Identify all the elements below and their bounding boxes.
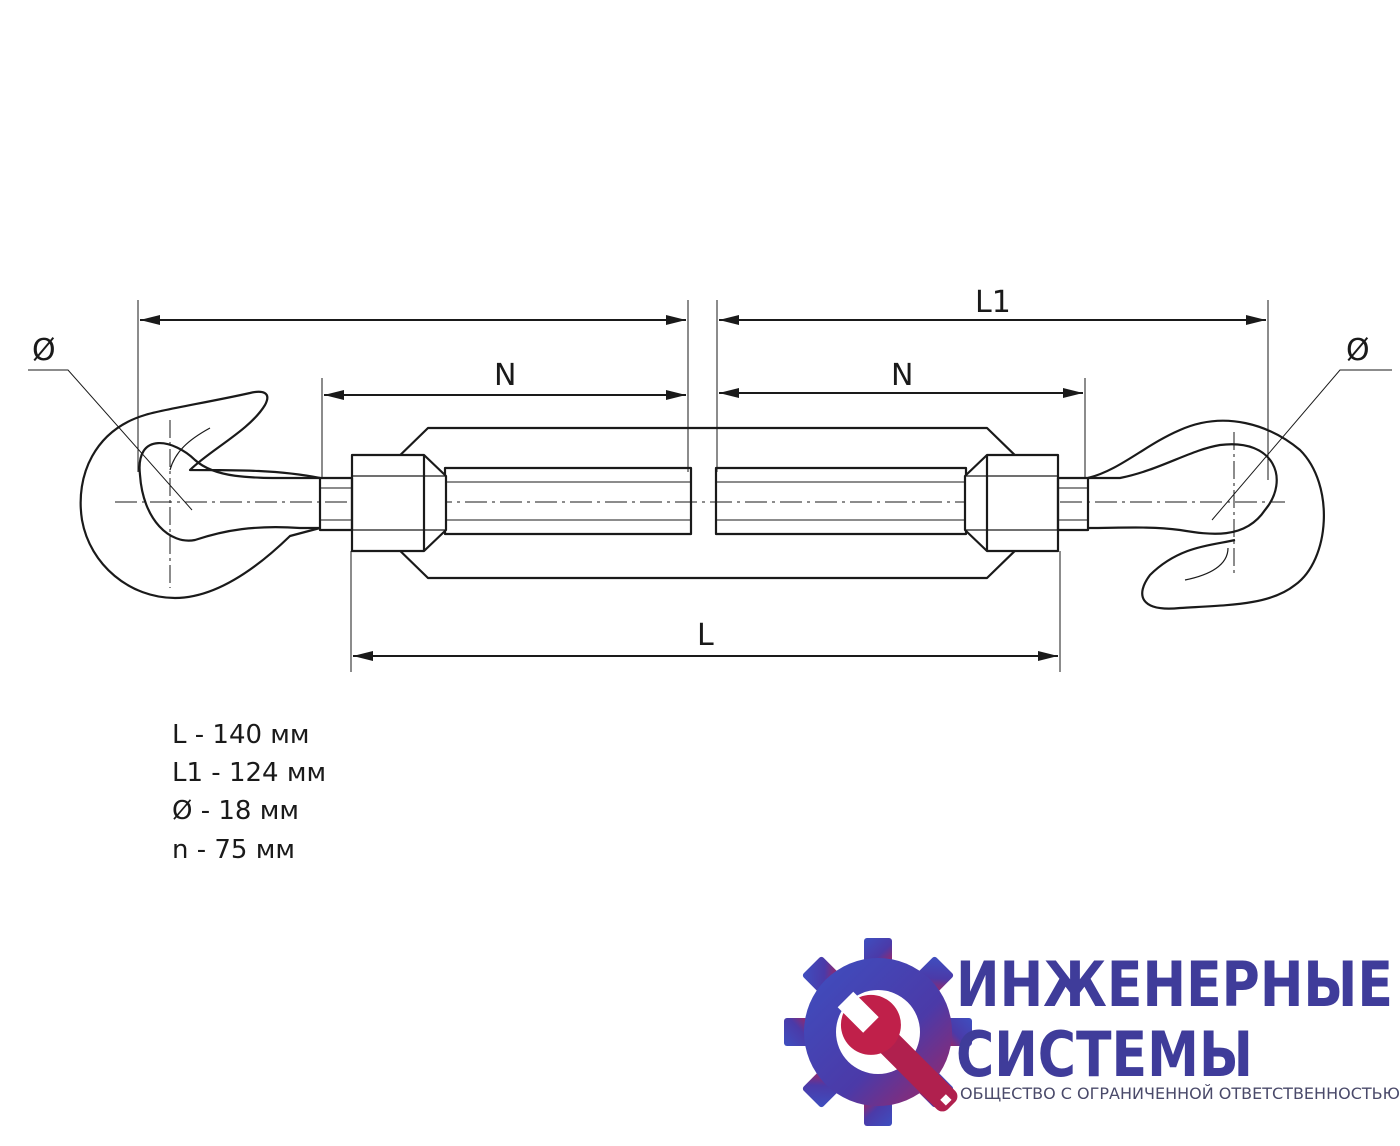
nut-right	[963, 453, 1060, 553]
dim-label-n-left: N	[494, 358, 516, 393]
dim-label-dia-right: Ø	[1346, 333, 1370, 368]
spec-diameter: Ø - 18 мм	[172, 796, 299, 826]
turnbuckle-body	[388, 426, 1027, 580]
hook-left-outer	[79, 390, 321, 600]
logo-title-line1: ИНЖЕНЕРНЫЕ	[956, 948, 1393, 1021]
spec-l: L - 140 мм	[172, 720, 310, 750]
logo-title-line2: СИСТЕМЫ	[956, 1018, 1253, 1091]
hook-right	[1087, 443, 1278, 535]
dim-label-dia-left: Ø	[32, 333, 56, 368]
body-slot-right	[714, 466, 968, 536]
spec-l1: L1 - 124 мм	[172, 758, 327, 788]
spec-n: n - 75 мм	[172, 835, 295, 865]
dim-label-l: L	[697, 618, 714, 653]
dim-label-l1: L1	[975, 285, 1011, 320]
dia-left-leader	[28, 369, 193, 511]
rod-right	[1056, 476, 1090, 532]
dim-label-n-right: N	[891, 358, 913, 393]
dia-right-leader	[1211, 369, 1392, 521]
nut-left	[350, 453, 448, 553]
logo-subtitle: ОБЩЕСТВО С ОГРАНИЧЕННОЙ ОТВЕТСТВЕННОСТЬЮ	[960, 1084, 1400, 1103]
gear-wrench-icon	[784, 938, 972, 1126]
company-logo: ИНЖЕНЕРНЫЕ СИСТЕМЫ ОБЩЕСТВО С ОГРАНИЧЕНН…	[760, 912, 1400, 1146]
hook-left	[138, 442, 320, 542]
body-slot-left	[443, 466, 693, 536]
rod-left	[318, 476, 354, 532]
hook-right-outer	[1087, 419, 1325, 610]
